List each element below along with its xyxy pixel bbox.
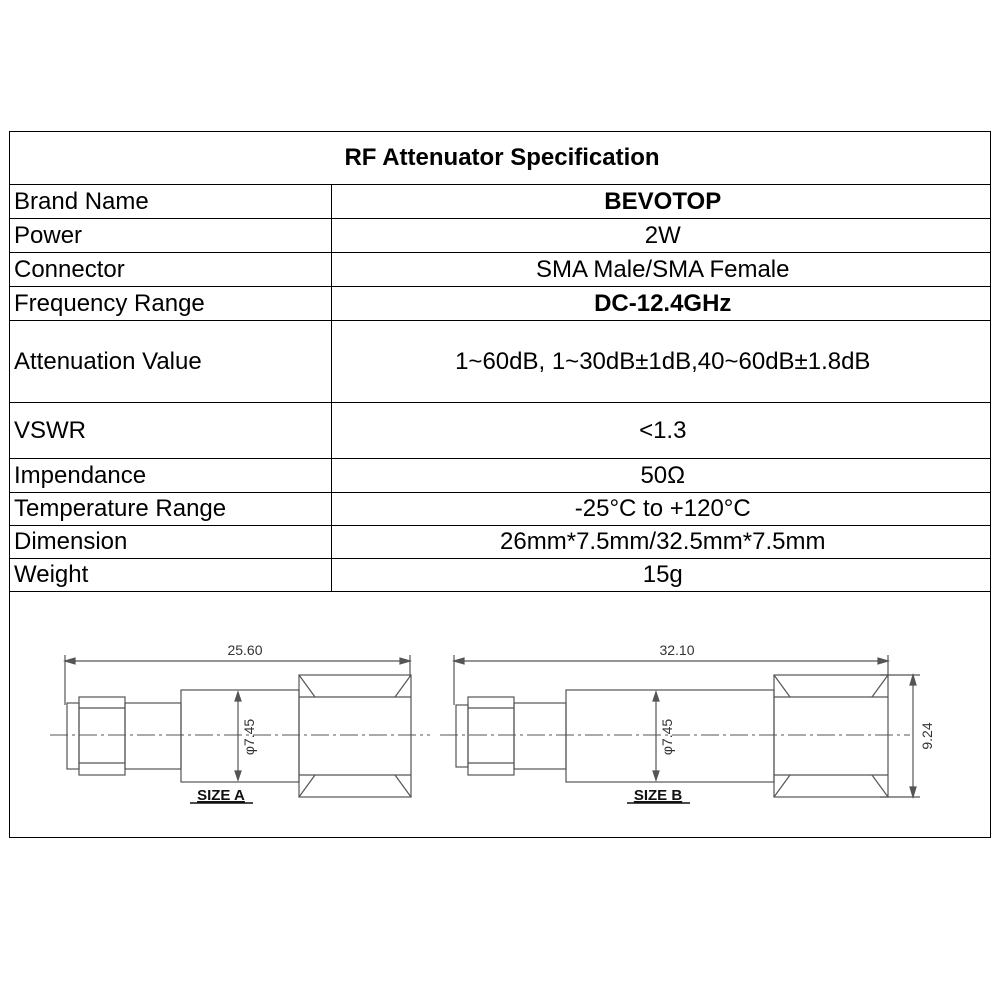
row-value: 26mm*7.5mm/32.5mm*7.5mm bbox=[330, 525, 991, 559]
row-label: Impendance bbox=[10, 458, 332, 493]
row-value: <1.3 bbox=[330, 402, 991, 459]
row-label: Attenuation Value bbox=[10, 320, 332, 403]
spec-table: RF Attenuator Specification Brand Name B… bbox=[10, 132, 991, 592]
size-a-label: SIZE A bbox=[197, 787, 245, 804]
size-a-drawing bbox=[50, 655, 430, 798]
arrow-head bbox=[62, 657, 76, 665]
neck bbox=[513, 702, 567, 770]
table-row: Brand Name BEVOTOP bbox=[10, 184, 991, 219]
table-row: Attenuation Value 1~60dB, 1~30dB±1dB,40~… bbox=[10, 320, 991, 403]
row-value: -25°C to +120°C bbox=[330, 492, 991, 526]
row-value: 50Ω bbox=[330, 458, 991, 493]
female-end-lip bbox=[66, 702, 80, 770]
row-label: Frequency Range bbox=[10, 286, 332, 321]
table-row: VSWR <1.3 bbox=[10, 402, 991, 459]
table-row: Dimension 26mm*7.5mm/32.5mm*7.5mm bbox=[10, 525, 991, 559]
spec-sheet: RF Attenuator Specification Brand Name B… bbox=[9, 131, 991, 838]
table-row: Frequency Range DC-12.4GHz bbox=[10, 286, 991, 321]
hex-nut bbox=[298, 674, 412, 798]
row-label: Brand Name bbox=[10, 184, 332, 219]
neck bbox=[124, 702, 182, 770]
row-label: Connector bbox=[10, 252, 332, 287]
page-title: RF Attenuator Specification bbox=[10, 132, 991, 185]
row-value: 2W bbox=[330, 218, 991, 253]
drawing-canvas: 25.60 φ7.45 SIZE A bbox=[50, 642, 935, 804]
row-label: Weight bbox=[10, 558, 332, 592]
size-b-diameter: φ7.45 bbox=[659, 719, 675, 756]
size-b-hex-height: 9.24 bbox=[919, 722, 935, 749]
title-row: RF Attenuator Specification bbox=[10, 132, 991, 185]
row-label: Temperature Range bbox=[10, 492, 332, 526]
size-b-length: 32.10 bbox=[659, 642, 694, 658]
size-b-drawing bbox=[440, 655, 920, 800]
size-b-label: SIZE B bbox=[634, 787, 683, 804]
technical-drawing: 25.60 φ7.45 SIZE A bbox=[10, 595, 990, 837]
row-label: VSWR bbox=[10, 402, 332, 459]
arrow-head bbox=[399, 657, 413, 665]
row-value: SMA Male/SMA Female bbox=[330, 252, 991, 287]
row-label: Power bbox=[10, 218, 332, 253]
row-value: 1~60dB, 1~30dB±1dB,40~60dB±1.8dB bbox=[330, 320, 991, 403]
table-row: Temperature Range -25°C to +120°C bbox=[10, 492, 991, 526]
size-a-length: 25.60 bbox=[227, 642, 262, 658]
female-end-lip bbox=[455, 704, 469, 768]
attenuator-body bbox=[180, 689, 300, 783]
table-row: Power 2W bbox=[10, 218, 991, 253]
table-row: Impendance 50Ω bbox=[10, 458, 991, 493]
row-value: BEVOTOP bbox=[330, 184, 991, 219]
size-a-diameter: φ7.45 bbox=[241, 719, 257, 756]
row-value: 15g bbox=[330, 558, 991, 592]
hex-nut bbox=[773, 674, 889, 798]
table-row: Weight 15g bbox=[10, 558, 991, 592]
table-row: Connector SMA Male/SMA Female bbox=[10, 252, 991, 287]
row-value: DC-12.4GHz bbox=[330, 286, 991, 321]
row-label: Dimension bbox=[10, 525, 332, 559]
